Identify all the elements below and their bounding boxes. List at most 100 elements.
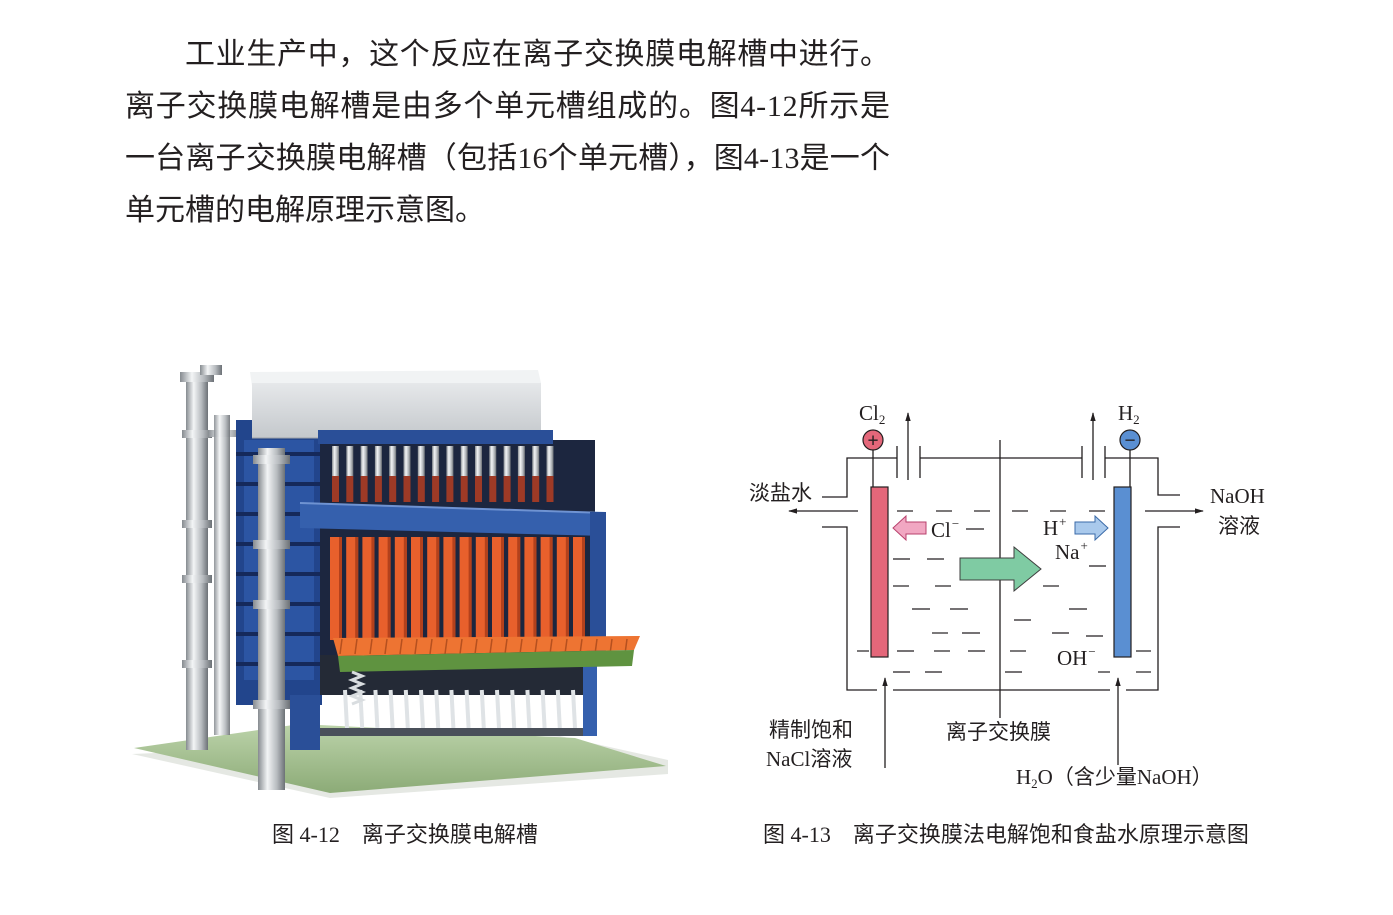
cell-terminal bbox=[475, 446, 482, 476]
plus-sign: + bbox=[867, 431, 878, 452]
hydrogen-ion-arrow bbox=[1074, 514, 1109, 542]
outlet-hose bbox=[373, 689, 380, 729]
outlet-hose bbox=[464, 689, 471, 729]
terminal-busbar bbox=[374, 476, 382, 502]
cathode bbox=[1113, 486, 1132, 658]
sloped-beam-edge bbox=[299, 502, 607, 514]
cell-terminal bbox=[460, 446, 468, 476]
electrolysis-schematic: + − bbox=[788, 412, 1204, 768]
hydroxide-ion-label: OH− bbox=[1057, 644, 1096, 670]
terminal-busbar bbox=[489, 476, 497, 502]
chloride-charge: − bbox=[951, 516, 960, 531]
tray-rib bbox=[339, 638, 343, 655]
cell-terminal bbox=[389, 446, 397, 476]
hydrogen-symbol: H bbox=[1118, 401, 1134, 425]
body-line-3: 一台离子交换膜电解槽（包括16个单元槽），图4-13是一个 bbox=[125, 142, 891, 175]
chloride-symbol: Cl bbox=[931, 518, 951, 542]
tray-rib bbox=[429, 638, 433, 655]
chloride-ion-label: Cl− bbox=[931, 516, 960, 542]
unit-cell-edge bbox=[387, 537, 391, 640]
unit-cell-edge bbox=[533, 537, 537, 640]
tank-outline bbox=[822, 457, 1180, 691]
outlet-hose bbox=[434, 689, 441, 729]
chlorine-symbol: Cl bbox=[859, 401, 879, 425]
hydroxide-symbol: OH bbox=[1057, 646, 1088, 670]
chloride-arrow bbox=[892, 514, 927, 542]
bottom-beam bbox=[300, 728, 590, 736]
terminal-busbar bbox=[546, 476, 554, 502]
tray-rib bbox=[549, 638, 553, 655]
figure-number: 图 4-12 bbox=[272, 822, 340, 847]
left-leg bbox=[290, 695, 320, 750]
water-subscript: 2 bbox=[1031, 776, 1038, 791]
cell-terminal bbox=[446, 446, 454, 476]
dilute-brine-label: 淡盐水 bbox=[749, 481, 812, 505]
terminal-busbar bbox=[503, 476, 511, 502]
cell-terminal bbox=[360, 446, 368, 476]
anode bbox=[870, 486, 889, 658]
unit-cell-edge bbox=[549, 537, 553, 640]
unit-cell-edge bbox=[468, 537, 472, 640]
cell-terminal bbox=[374, 446, 382, 476]
unit-cell-edge bbox=[371, 537, 375, 640]
outlet-hose bbox=[449, 689, 456, 729]
cell-terminal bbox=[346, 446, 354, 476]
tray-rib bbox=[459, 638, 463, 655]
tray-rib bbox=[399, 638, 403, 655]
naoh-label-line2: 溶液 bbox=[1218, 514, 1260, 538]
outlet-hose bbox=[525, 689, 532, 729]
hydrogen-ion-label: H+ bbox=[1043, 515, 1067, 540]
outlet-hose bbox=[358, 689, 365, 729]
terminal-busbar bbox=[517, 476, 525, 502]
cell-terminal bbox=[503, 446, 511, 476]
unit-cell-edge bbox=[501, 537, 504, 640]
support-spring bbox=[347, 670, 367, 706]
body-line-1: 工业生产中，这个反应在离子交换膜电解槽中进行。 bbox=[185, 38, 891, 71]
electrolyzer-photo bbox=[132, 365, 668, 798]
top-beam bbox=[318, 430, 553, 444]
hydroxide-charge: − bbox=[1088, 644, 1096, 659]
water-inlet-label: H2O（含少量NaOH） bbox=[1016, 765, 1213, 791]
figure-title: 离子交换膜法电解饱和食盐水原理示意图 bbox=[852, 822, 1249, 847]
terminal-busbar bbox=[446, 476, 454, 502]
membrane-label: 离子交换膜 bbox=[946, 720, 1051, 744]
tray-rib bbox=[519, 638, 523, 655]
cathode-terminal bbox=[1119, 429, 1141, 451]
sodium-charge: + bbox=[1080, 538, 1088, 553]
sodium-symbol: Na bbox=[1055, 540, 1080, 564]
outlet-hose bbox=[555, 689, 562, 729]
unit-cell-edge bbox=[339, 537, 342, 640]
cell-terminal bbox=[403, 446, 411, 476]
cell-terminal bbox=[432, 446, 440, 476]
unit-cell-edge bbox=[517, 537, 521, 640]
hydrogen-gas-label: H2 bbox=[1118, 401, 1140, 426]
outlet-hose bbox=[495, 689, 501, 729]
outlet-hose bbox=[388, 689, 395, 729]
terminal-busbar bbox=[332, 476, 339, 502]
tray-rib bbox=[534, 638, 538, 655]
tray-rib bbox=[369, 638, 373, 655]
hydrogen-ion-symbol: H bbox=[1043, 516, 1059, 540]
cell-terminal bbox=[332, 446, 339, 476]
water-rest: O（含少量NaOH） bbox=[1037, 765, 1213, 789]
header-box bbox=[250, 370, 541, 439]
hose-row bbox=[343, 689, 577, 729]
unit-cell-edge bbox=[582, 537, 585, 640]
middle-pipe bbox=[214, 415, 230, 735]
minus-sign: − bbox=[1124, 431, 1135, 452]
front-pipe bbox=[253, 448, 290, 790]
chlorine-gas-label: Cl2 bbox=[859, 401, 885, 426]
brine-inlet-label-line1: 精制饱和 bbox=[769, 718, 853, 742]
tray-rib bbox=[414, 638, 418, 655]
cell-terminal bbox=[517, 446, 525, 476]
outlet-hose bbox=[403, 689, 410, 729]
terminal-busbar bbox=[403, 476, 411, 502]
terminal-busbar bbox=[417, 476, 425, 502]
unit-cell-edge bbox=[403, 537, 407, 640]
sodium-migration-arrow bbox=[959, 545, 1042, 593]
unit-cell-edge bbox=[355, 537, 359, 640]
unit-cell-edge bbox=[420, 537, 423, 640]
sodium-ion-label: Na+ bbox=[1055, 538, 1088, 564]
